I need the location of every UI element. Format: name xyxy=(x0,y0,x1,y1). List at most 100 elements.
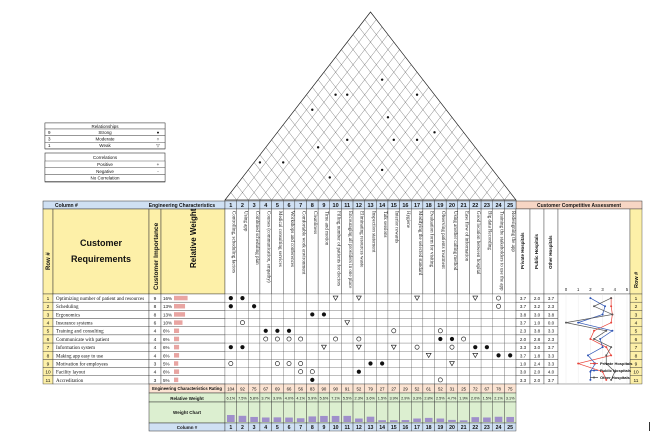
weight-chart-bar xyxy=(424,417,433,422)
competitor-header: Private Hospitals xyxy=(520,232,525,269)
footer-column-number: 25 xyxy=(507,425,513,431)
row-number: 2 xyxy=(47,304,50,310)
footer-column-number: 20 xyxy=(449,425,455,431)
correlation-mark xyxy=(392,138,395,142)
scale-tick: 5 xyxy=(626,287,629,292)
competitor-point xyxy=(610,321,613,324)
competitor-point xyxy=(605,378,608,381)
competitor-score: 1.0 xyxy=(534,321,541,326)
strong-symbol xyxy=(368,361,373,366)
customer-requirement: Scheduling xyxy=(56,305,79,310)
customer-importance: 6 xyxy=(154,321,157,327)
weak-symbol xyxy=(449,361,455,367)
customer-importance: 4 xyxy=(154,329,157,335)
characteristic-relative-weight: 3.1% xyxy=(506,397,515,401)
competitor-score: 3.7 xyxy=(548,296,555,301)
characteristic-rating: 104 xyxy=(227,387,235,392)
competitor-score: 2.3 xyxy=(520,329,527,334)
requirements-header: Row # Customer Requirements Customer Imp… xyxy=(42,208,226,295)
moderate-symbol xyxy=(461,336,467,342)
column-number-label: Column # xyxy=(55,203,78,209)
relationship-symbol: ▽ xyxy=(156,143,160,148)
scale-tick: 1 xyxy=(577,287,580,292)
engineering-characteristic: Modifying the selected standard xyxy=(417,211,422,276)
competitor-score: 3.3 xyxy=(520,345,527,350)
competitor-score: 1.8 xyxy=(534,353,541,358)
row-number: 5 xyxy=(47,329,50,335)
relative-weight-value: 6% xyxy=(163,370,170,375)
customer-importance: 8 xyxy=(154,312,157,318)
column-number: 11 xyxy=(344,203,350,209)
relative-weight-bar xyxy=(174,312,186,317)
relative-weight-value: 6% xyxy=(163,353,170,358)
column-number: 6 xyxy=(287,203,290,209)
weak-symbol xyxy=(355,295,362,301)
moderate-symbol xyxy=(274,361,280,366)
customer-requirement: Motivation for employees xyxy=(56,362,108,367)
relative-weight-bar xyxy=(174,344,180,350)
competitor-point xyxy=(589,337,592,340)
moderate-symbol xyxy=(274,336,280,342)
footer-column-number: 12 xyxy=(356,425,362,431)
series-legend-label: Other Hospitals xyxy=(600,375,631,380)
weak-symbol xyxy=(472,295,479,301)
weight-chart-bar xyxy=(483,417,491,422)
weak-symbol xyxy=(332,295,339,301)
competitor-point xyxy=(611,313,614,316)
relative-weight-bar xyxy=(174,336,180,342)
relative-weight-value: 16% xyxy=(163,296,172,301)
characteristic-rating: 67 xyxy=(263,387,268,392)
competitor-point xyxy=(605,354,608,357)
characteristic-relative-weight: 4.7% xyxy=(448,397,457,401)
characteristic-relative-weight: 2.0% xyxy=(471,397,480,401)
competitive-assessment-label: Customer Competitive Assessment xyxy=(537,203,621,209)
competitor-point xyxy=(593,329,596,332)
correlation-label: No Correlation xyxy=(90,176,120,181)
column-number: 8 xyxy=(311,203,314,209)
footer-column-number: 24 xyxy=(496,425,502,431)
competitor-score: 3.3 xyxy=(548,353,555,358)
weight-chart-label: Weight Chart xyxy=(173,410,201,415)
characteristic-relative-weight: 7.1% xyxy=(331,397,340,401)
relative-weight-bar xyxy=(174,377,179,383)
footer-column-number: 11 xyxy=(344,425,350,431)
characteristic-rating: 90 xyxy=(333,387,338,392)
correlation-mark xyxy=(415,138,419,142)
customer-requirement: Making app easy to use xyxy=(56,354,104,359)
customer-importance: 8 xyxy=(154,304,157,310)
relationship-label: Weak xyxy=(99,143,111,148)
row-number-right: 5 xyxy=(635,329,638,335)
scale-tick: 0 xyxy=(565,287,568,292)
strong-symbol xyxy=(438,336,443,342)
strong-symbol xyxy=(240,345,245,350)
competitor-score: 3.7 xyxy=(548,345,555,350)
rating-label: Engineering Characteristics Rating xyxy=(152,386,222,391)
weak-symbol xyxy=(390,344,397,350)
customer-importance: 9 xyxy=(154,296,157,302)
characteristic-relative-weight: 6.1% xyxy=(226,397,235,401)
correlation-mark xyxy=(433,131,436,134)
competitor-score: 3.8 xyxy=(548,312,555,317)
characteristic-relative-weight: 5.9% xyxy=(308,397,317,401)
moderate-symbol xyxy=(496,303,501,309)
correlation-mark xyxy=(386,116,390,119)
column-number: 4 xyxy=(264,203,268,209)
relationship-value: 9 xyxy=(48,130,51,135)
competitor-point xyxy=(601,370,604,373)
characteristic-rating: 52 xyxy=(415,387,420,392)
weight-chart-bar xyxy=(389,420,398,422)
weight-chart-bar xyxy=(448,419,456,422)
footer-column-number: 6 xyxy=(288,425,291,431)
moderate-symbol xyxy=(228,361,234,366)
row-number-right: 8 xyxy=(635,353,638,359)
moderate-symbol xyxy=(437,328,443,334)
competitor-point xyxy=(610,305,613,308)
characteristic-rating: 83 xyxy=(310,387,315,392)
engineering-characteristic: Eliminating resources waste xyxy=(359,211,364,268)
competitor-score: 2.8 xyxy=(534,337,541,342)
row-number-label-right: Row # xyxy=(634,272,640,288)
relationship-label: Moderate xyxy=(95,137,115,142)
characteristic-rating: 61 xyxy=(426,387,431,392)
engineering-characteristic: Hygiene xyxy=(405,211,410,229)
